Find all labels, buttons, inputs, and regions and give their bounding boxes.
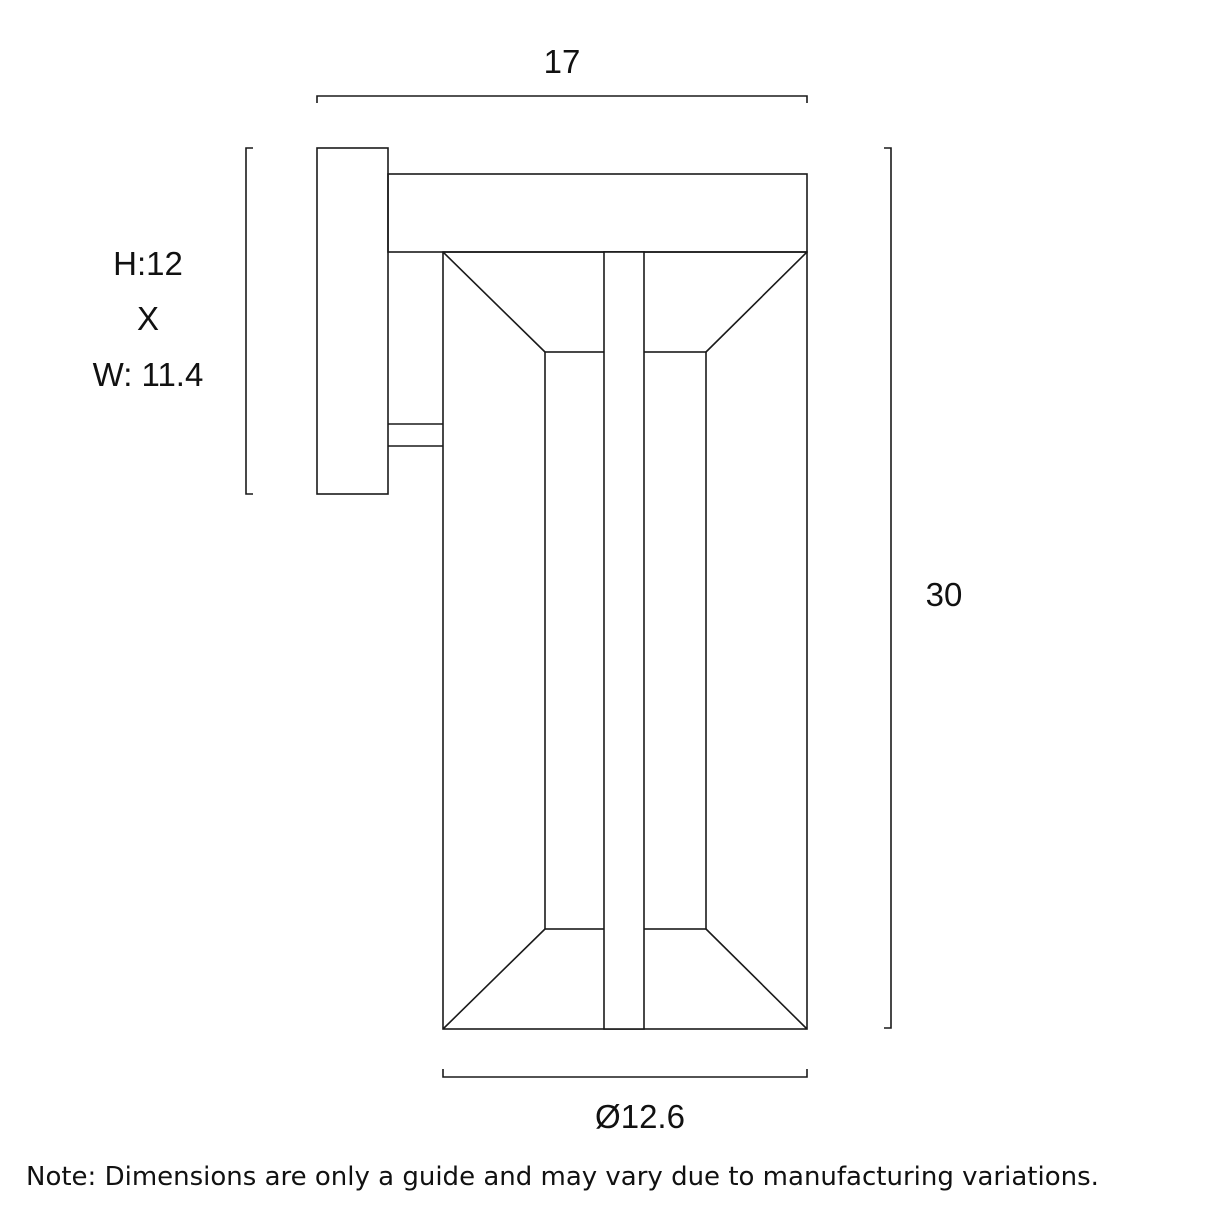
wallplate-x-label: X xyxy=(137,300,159,337)
width-dimension-label: 17 xyxy=(544,43,581,80)
wallplate-dimension-bracket xyxy=(245,147,253,495)
wallplate-height-label: H:12 xyxy=(113,245,183,282)
diameter-dimension-bracket xyxy=(442,1069,808,1078)
diameter-label: Ø12.6 xyxy=(595,1098,685,1135)
lower-connector xyxy=(388,423,443,447)
height-dimension-bracket xyxy=(884,147,892,1029)
central-rod xyxy=(603,251,645,1030)
wall-plate xyxy=(316,147,389,495)
dimension-note: Note: Dimensions are only a guide and ma… xyxy=(26,1162,1099,1192)
top-arm xyxy=(387,173,808,253)
total-height-label: 30 xyxy=(926,576,963,613)
width-dimension-bracket xyxy=(316,95,808,103)
wallplate-width-label: W: 11.4 xyxy=(93,356,204,393)
